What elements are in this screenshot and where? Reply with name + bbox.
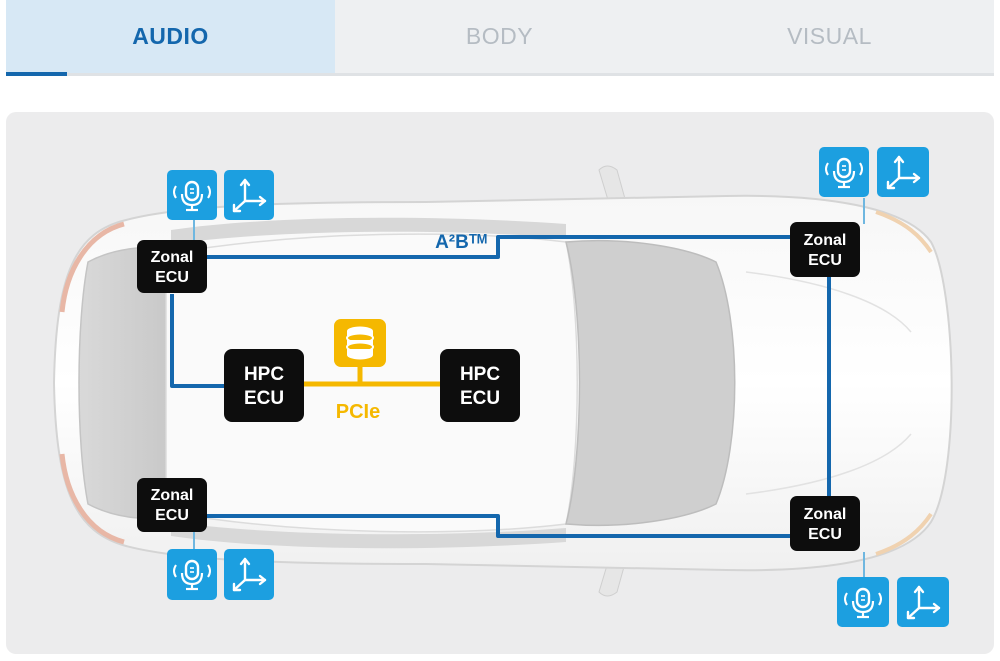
sensor-connectors [193, 198, 865, 578]
hpc-ecu-right[interactable]: HPC ECU [440, 349, 520, 422]
hpc-ecu-label: ECU [460, 388, 500, 409]
zonal-ecu-label: Zonal [151, 249, 194, 266]
headlight-bottom [875, 512, 933, 556]
microphone-icon[interactable] [819, 147, 869, 197]
a2b-label: A²Bᵀᴹ [435, 232, 487, 253]
accelerometer-icon[interactable] [224, 549, 274, 600]
zonal-ecu-front-left[interactable]: Zonal ECU [137, 240, 207, 293]
a2b-line-left [170, 294, 224, 388]
tab-body[interactable]: BODY [465, 23, 534, 49]
side-window-bottom [171, 522, 566, 549]
vehicle-network-diagram: PCIe A²Bᵀᴹ Zonal ECU Zonal ECU Zonal ECU… [52, 147, 953, 627]
tab-visual[interactable]: VISUAL [787, 23, 872, 49]
accelerometer-icon[interactable] [224, 170, 274, 220]
a2b-line-top [206, 235, 790, 259]
accelerometer-icon[interactable] [877, 147, 929, 197]
zonal-ecu-front-right[interactable]: Zonal ECU [790, 222, 860, 277]
zonal-ecu-label: ECU [155, 507, 189, 524]
tail-light-top [59, 221, 125, 313]
sensor-group-rear-left [167, 549, 274, 600]
sensor-group-rear-right [837, 577, 949, 627]
active-tab-indicator [6, 72, 67, 76]
tail-light-bottom [59, 453, 125, 545]
hpc-ecu-label: HPC [460, 364, 500, 385]
zonal-ecu-label: ECU [808, 252, 842, 269]
zonal-ecu-label: Zonal [804, 506, 847, 523]
accelerometer-icon[interactable] [897, 577, 949, 627]
zonal-ecu-label: ECU [155, 269, 189, 286]
hpc-ecu-label: HPC [244, 364, 284, 385]
microphone-icon[interactable] [167, 549, 217, 600]
sensor-group-front-right [819, 147, 929, 197]
database-icon [346, 326, 374, 360]
zonal-ecu-rear-left[interactable]: Zonal ECU [137, 478, 207, 532]
diagram-panel: PCIe A²Bᵀᴹ Zonal ECU Zonal ECU Zonal ECU… [6, 112, 994, 654]
zonal-ecu-label: ECU [808, 526, 842, 543]
headlight-top [875, 210, 933, 254]
microphone-icon[interactable] [167, 170, 217, 220]
zonal-ecu-label: Zonal [151, 487, 194, 504]
hpc-ecu-left[interactable]: HPC ECU [224, 349, 304, 422]
pcie-link: PCIe [304, 319, 440, 423]
microphone-icon[interactable] [837, 577, 889, 627]
zonal-ecu-label: Zonal [804, 232, 847, 249]
windshield [565, 239, 736, 527]
side-window-top [171, 217, 566, 244]
pcie-label: PCIe [336, 401, 380, 423]
zonal-ecu-rear-right[interactable]: Zonal ECU [790, 496, 860, 551]
hpc-ecu-label: ECU [244, 388, 284, 409]
a2b-bus-lines [170, 235, 831, 538]
sensor-group-front-left [167, 170, 274, 220]
tab-audio[interactable]: AUDIO [6, 0, 335, 73]
tab-bar: AUDIO BODY VISUAL [6, 0, 994, 76]
a2b-line-bottom [206, 514, 790, 538]
